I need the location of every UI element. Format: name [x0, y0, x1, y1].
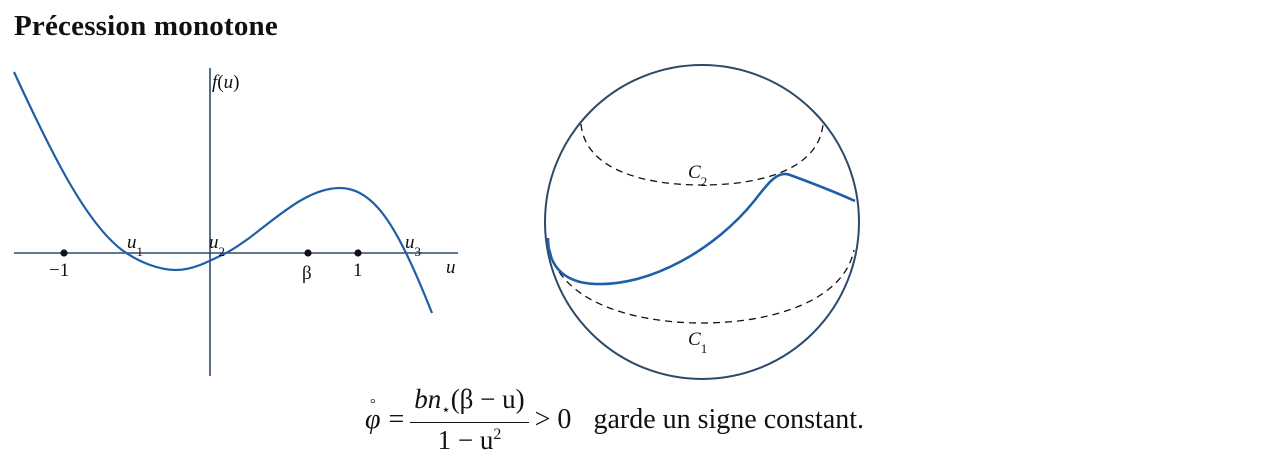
- sphere-outline: [544, 64, 860, 380]
- circle-c2: [580, 123, 824, 186]
- function-plot: f(u) u u1 u2 u3 −1 β 1: [13, 68, 458, 376]
- tick-label-minus-one: −1: [49, 260, 69, 281]
- fraction-numerator: bn⋆(β − u): [410, 384, 529, 423]
- tick-label-one: 1: [353, 260, 363, 281]
- formula-comment: garde un signe constant.: [593, 404, 865, 435]
- precession-formula: φ ° = bn⋆(β − u) 1 − u2 > 0 garde un sig…: [365, 380, 864, 460]
- tick-dot-one: [354, 249, 362, 257]
- fraction: bn⋆(β − u) 1 − u2: [410, 384, 529, 456]
- equals-sign: =: [388, 404, 405, 435]
- inequality: > 0: [534, 404, 572, 435]
- tick-label-beta: β: [302, 263, 312, 284]
- root-label-u2: u2: [209, 232, 225, 259]
- ring-accent: °: [369, 397, 376, 412]
- circle-c1: [549, 249, 855, 324]
- phi-glyph: φ: [365, 404, 381, 435]
- numerator-subscript: ⋆: [441, 402, 451, 419]
- f-curve: [13, 71, 434, 314]
- numerator-factor: (β − u): [450, 384, 525, 415]
- sphere-figure: C2 C1: [544, 64, 860, 380]
- f-axis-label: f(u): [212, 72, 239, 93]
- page-title: Précession monotone: [14, 10, 278, 42]
- denominator-exponent: 2: [493, 425, 502, 443]
- tick-dot-minus-one: [60, 249, 68, 257]
- fraction-denominator: 1 − u2: [434, 423, 506, 456]
- label-c1: C1: [688, 329, 707, 356]
- denominator-base: 1 − u: [437, 424, 494, 455]
- trajectory-curve: [546, 172, 856, 286]
- numerator-bn: bn: [414, 384, 442, 415]
- tick-dot-beta: [304, 249, 312, 257]
- phi-dot-symbol: φ °: [365, 398, 381, 436]
- u-axis-label: u: [446, 257, 456, 278]
